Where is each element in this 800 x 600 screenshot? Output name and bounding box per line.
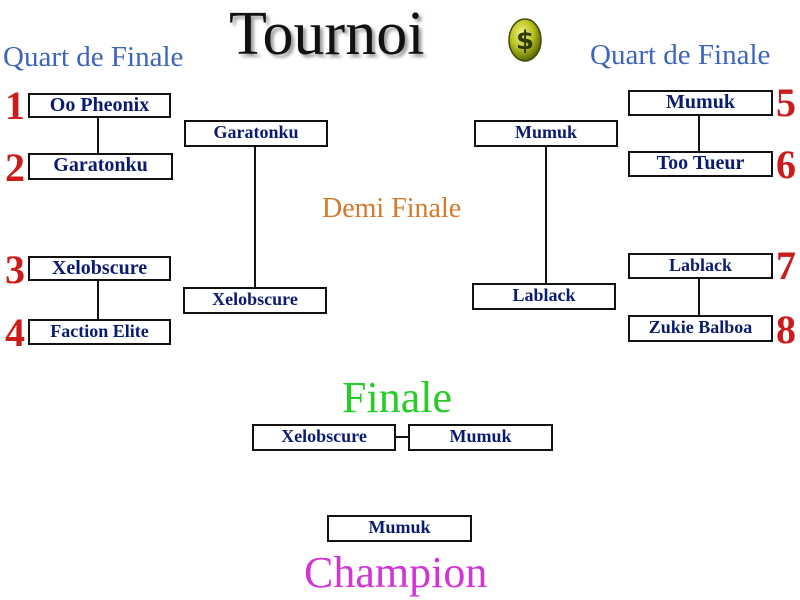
quarter-final-team-box: Xelobscure: [28, 256, 171, 281]
quarter-final-team-box: Too Tueur: [628, 151, 773, 177]
seed-number: 5: [776, 80, 796, 125]
bracket-connector: [97, 118, 99, 153]
seed-number: 4: [5, 310, 25, 355]
final-team-box: Mumuk: [408, 424, 553, 451]
semi-final-team-box: Xelobscure: [183, 287, 327, 314]
seed-number: 8: [776, 307, 796, 352]
green-dollar-egg-icon: $: [508, 18, 542, 62]
bracket-connector: [698, 116, 700, 151]
seed-number: 3: [5, 247, 25, 292]
final-team-box: Xelobscure: [252, 424, 396, 451]
bracket-connector: [254, 147, 256, 287]
bracket-connector: [97, 281, 99, 319]
final-label: Finale: [342, 373, 452, 422]
seed-number: 6: [776, 142, 796, 187]
bracket-connector: [698, 279, 700, 315]
right-quarter-final-header: Quart de Finale: [590, 39, 771, 71]
bracket-connector: [396, 436, 409, 438]
bracket-connector: [545, 147, 547, 283]
quarter-final-team-box: Zukie Balboa: [628, 315, 773, 342]
quarter-final-team-box: Lablack: [628, 253, 773, 279]
semi-final-team-box: Mumuk: [474, 120, 618, 147]
champion-team-box: Mumuk: [327, 515, 472, 542]
quarter-final-team-box: Faction Elite: [28, 319, 171, 345]
seed-number: 1: [5, 83, 25, 128]
svg-text:$: $: [516, 26, 534, 56]
semi-final-team-box: Garatonku: [184, 120, 328, 147]
left-quarter-final-header: Quart de Finale: [3, 41, 184, 73]
seed-number: 7: [776, 243, 796, 288]
quarter-final-team-box: Oo Pheonix: [28, 93, 171, 118]
quarter-final-team-box: Garatonku: [28, 153, 173, 180]
quarter-final-team-box: Mumuk: [628, 90, 773, 116]
semi-final-team-box: Lablack: [472, 283, 616, 310]
semi-final-label: Demi Finale: [322, 193, 462, 224]
seed-number: 2: [5, 145, 25, 190]
champion-label: Champion: [304, 548, 488, 597]
tournament-title: Tournoi: [229, 0, 425, 68]
